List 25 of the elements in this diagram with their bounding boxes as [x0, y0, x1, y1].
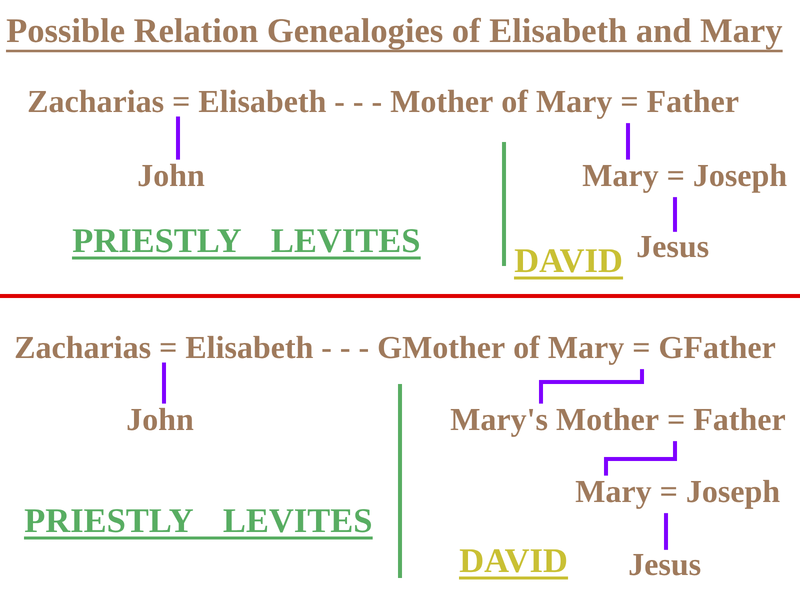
- lineage-label: PRIESTLY LEVITES: [72, 229, 421, 260]
- descent-line: [664, 513, 668, 550]
- descent-line: [626, 123, 630, 160]
- descent-line: [673, 197, 677, 232]
- person-name: Jesus: [638, 236, 708, 258]
- couple-names: Mother of Mary = Father: [390, 89, 738, 119]
- lineage-label: DAVID: [514, 249, 624, 280]
- person-name: Jesus: [630, 554, 700, 576]
- lineage-label: DAVID: [459, 549, 568, 580]
- person-name: John: [128, 408, 194, 430]
- dashes: - - -: [322, 349, 368, 352]
- descent-line: [162, 362, 166, 404]
- descent-line: [176, 116, 180, 160]
- person-name: John: [138, 164, 204, 186]
- couple-names: Mary = Joseph: [582, 164, 787, 193]
- title: Possible Relation Genealogies of Elisabeth and Mary: [6, 18, 783, 52]
- descent-line: [604, 441, 677, 476]
- dashes: - - -: [335, 103, 381, 106]
- couple-names: Mary's Mother = Father: [450, 408, 785, 437]
- lineage-label: PRIESTLY LEVITES: [24, 509, 373, 540]
- couple-names: Mary = Joseph: [576, 480, 780, 509]
- descent-line: [539, 369, 644, 404]
- couple-names: Zacharias = Elisabeth: [16, 336, 313, 358]
- couple-names: GMother of Mary = GFather: [378, 335, 776, 365]
- couple-names: Zacharias = Elisabeth: [28, 90, 326, 112]
